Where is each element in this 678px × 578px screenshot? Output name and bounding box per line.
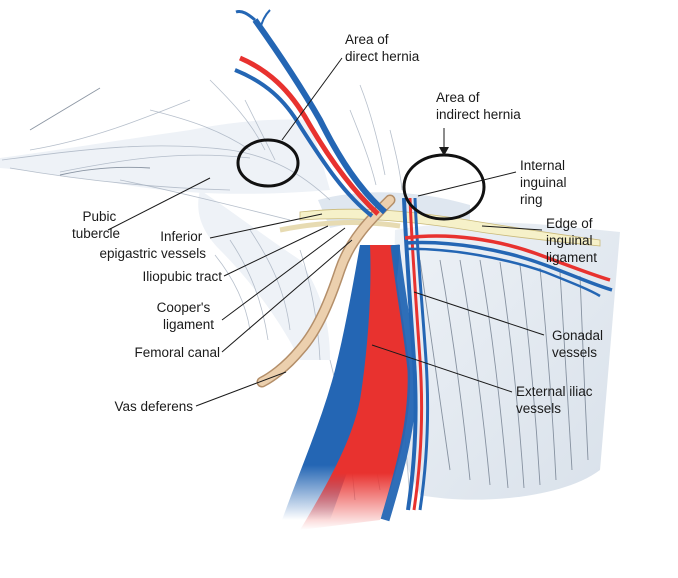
label-femoral-canal: Femoral canal xyxy=(134,345,220,360)
label-external-iliac-vessels: External iliac vessels xyxy=(516,384,596,416)
label-inferior-epigastric-vessels: Inferior epigastric vessels xyxy=(99,229,206,261)
gonadal-vessels-shape xyxy=(402,197,430,511)
label-edge-inguinal-ligament: Edge of inguinal ligament xyxy=(546,216,597,265)
inferior-epigastric-vessels-shape xyxy=(234,9,387,218)
label-area-indirect-hernia: Area of indirect hernia xyxy=(436,90,521,122)
leader-lines xyxy=(107,57,545,407)
label-internal-inguinal-ring: Internal inguinal ring xyxy=(520,158,570,207)
muscle-striations xyxy=(329,259,589,501)
label-area-direct-hernia: Area of direct hernia xyxy=(345,32,420,64)
external-iliac-artery-shape xyxy=(300,245,411,530)
label-pubic-tubercle: Pubic tubercle xyxy=(72,209,120,241)
label-vas-deferens: Vas deferens xyxy=(114,399,193,414)
label-gonadal-vessels: Gonadal vessels xyxy=(552,328,607,360)
right-branch-vessels xyxy=(404,234,613,298)
direct-hernia-ring xyxy=(236,138,300,188)
label-iliopubic-tract: Iliopubic tract xyxy=(142,269,222,284)
label-coopers-ligament: Cooper's ligament xyxy=(157,300,215,332)
iliopubic-tract-shape xyxy=(279,220,401,233)
